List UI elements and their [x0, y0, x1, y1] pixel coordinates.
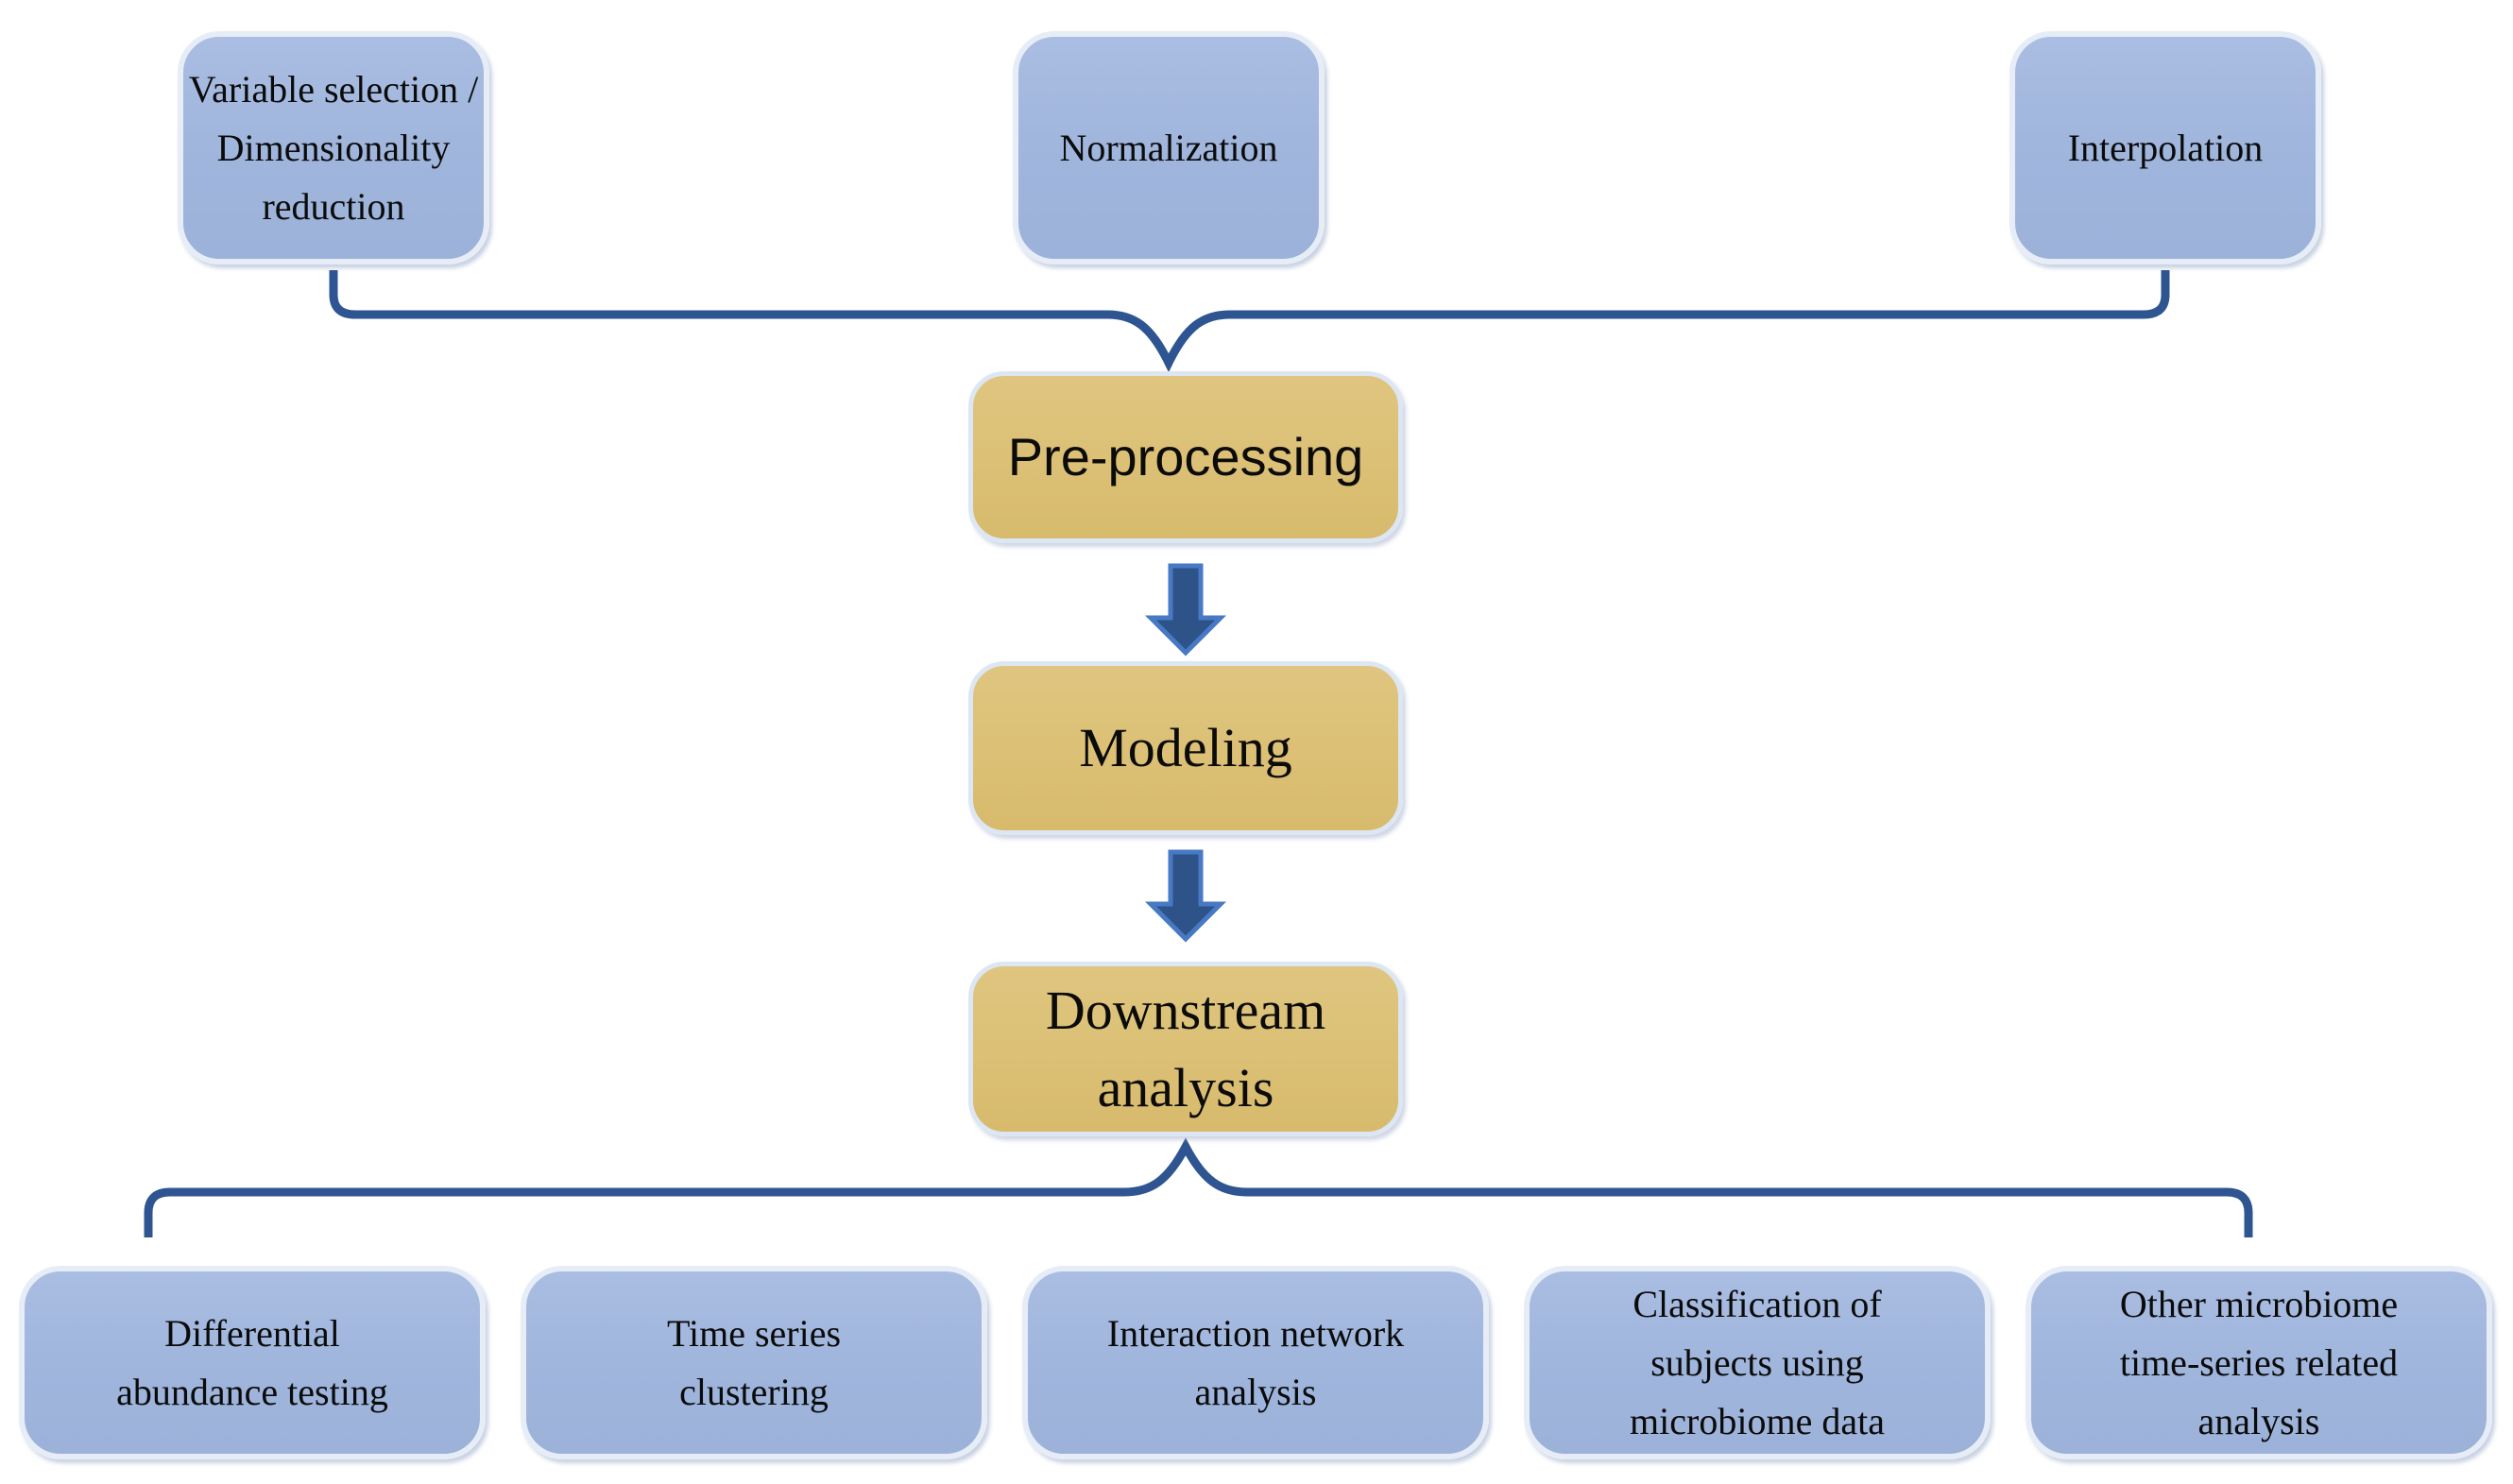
- box-time-series-clustering: Time series clustering: [521, 1266, 987, 1459]
- box-interpolation: Interpolation: [2009, 31, 2321, 264]
- down-arrow-icon-2: [1144, 849, 1227, 943]
- box-variable-selection-dimensionality-reduction: Variable selection / Dimensionality redu…: [178, 31, 489, 264]
- box-other-microbiome-analysis: Other microbiome time-series related ana…: [2026, 1266, 2492, 1459]
- box-normalization: Normalization: [1013, 31, 1325, 264]
- box-modeling: Modeling: [968, 661, 1403, 835]
- box-differential-abundance-testing: Differential abundance testing: [19, 1266, 486, 1459]
- box-interaction-network-analysis: Interaction network analysis: [1022, 1266, 1489, 1459]
- top-brace-connector: [329, 270, 2170, 373]
- box-downstream-analysis: Downstream analysis: [968, 962, 1403, 1136]
- box-classification-of-subjects: Classification of subjects using microbi…: [1524, 1266, 1991, 1459]
- box-pre-processing: Pre-processing: [968, 371, 1403, 543]
- bottom-brace-connector: [144, 1137, 2253, 1237]
- down-arrow-icon-1: [1144, 563, 1227, 657]
